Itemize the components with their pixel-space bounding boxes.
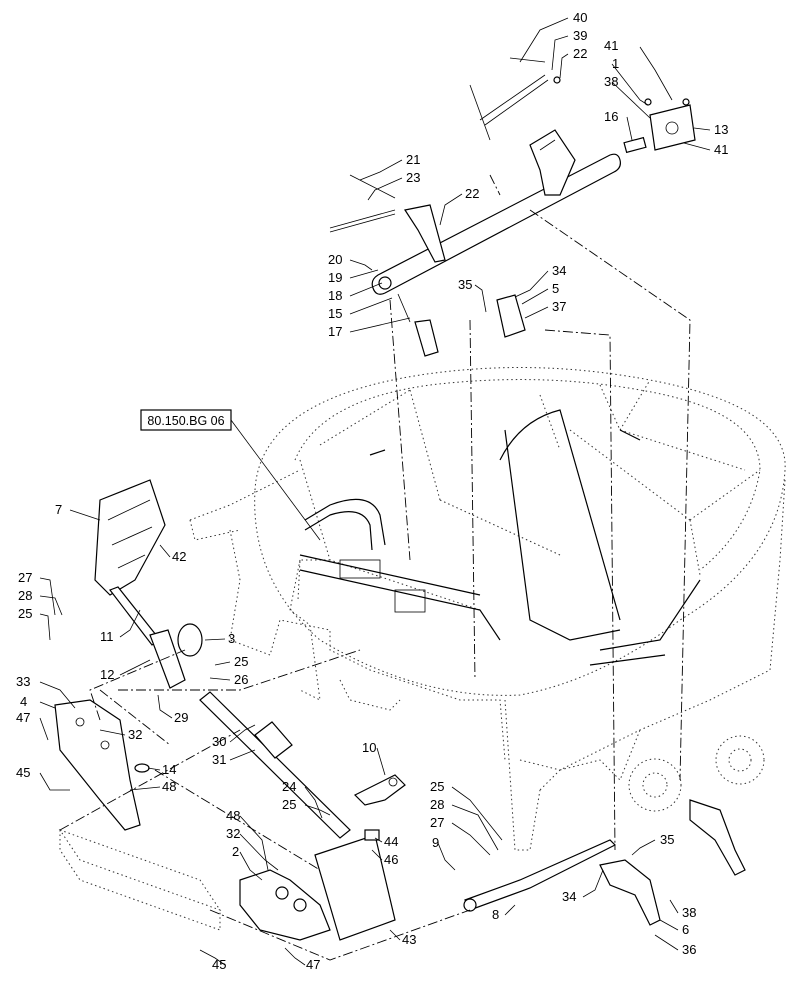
callout: 48 bbox=[162, 779, 176, 794]
callout: 23 bbox=[406, 170, 420, 185]
callout: 42 bbox=[172, 549, 186, 564]
callout: 27 bbox=[18, 570, 32, 585]
callout: 20 bbox=[328, 252, 342, 267]
callout: 32 bbox=[226, 826, 240, 841]
callout: 45 bbox=[212, 957, 226, 972]
callout: 12 bbox=[100, 667, 114, 682]
callout: 22 bbox=[573, 46, 587, 61]
callout: 11 bbox=[100, 629, 114, 644]
callout: 1 bbox=[612, 56, 619, 71]
callout: 6 bbox=[682, 922, 689, 937]
callout: 7 bbox=[55, 502, 62, 517]
callout: 5 bbox=[552, 281, 559, 296]
callout-numbers: 40 39 22 41 1 38 13 16 41 21 23 22 20 19… bbox=[16, 10, 728, 972]
callout: 40 bbox=[573, 10, 587, 25]
reference-box-label: 80.150.BG 06 bbox=[147, 414, 224, 428]
callout: 4 bbox=[20, 694, 27, 709]
callout: 47 bbox=[306, 957, 320, 972]
callout: 28 bbox=[18, 588, 32, 603]
callout: 38 bbox=[604, 74, 618, 89]
top-shaft-assembly bbox=[329, 57, 696, 357]
callout: 41 bbox=[604, 38, 618, 53]
callout: 3 bbox=[228, 631, 235, 646]
callout: 15 bbox=[328, 306, 342, 321]
callout: 10 bbox=[362, 740, 376, 755]
callout: 24 bbox=[282, 779, 296, 794]
callout: 48 bbox=[226, 808, 240, 823]
callout: 25 bbox=[430, 779, 444, 794]
callout: 26 bbox=[234, 672, 248, 687]
callout: 13 bbox=[714, 122, 728, 137]
callout: 25 bbox=[234, 654, 248, 669]
callout: 25 bbox=[18, 606, 32, 621]
callout: 30 bbox=[212, 734, 226, 749]
callout: 45 bbox=[16, 765, 30, 780]
callout: 39 bbox=[573, 28, 587, 43]
callout: 8 bbox=[492, 907, 499, 922]
callout: 9 bbox=[432, 835, 439, 850]
callout: 18 bbox=[328, 288, 342, 303]
callout: 44 bbox=[384, 834, 398, 849]
callout-leaders bbox=[39, 17, 711, 966]
callout: 32 bbox=[128, 727, 142, 742]
callout: 21 bbox=[406, 152, 420, 167]
callout: 38 bbox=[682, 905, 696, 920]
callout: 14 bbox=[162, 762, 176, 777]
callout: 34 bbox=[562, 889, 576, 904]
callout: 46 bbox=[384, 852, 398, 867]
reference-box-80-150: 80.150.BG 06 bbox=[140, 409, 321, 541]
callout: 43 bbox=[402, 932, 416, 947]
left-drive-assembly bbox=[54, 174, 691, 961]
callout: 35 bbox=[458, 277, 472, 292]
callout: 17 bbox=[328, 324, 342, 339]
callout: 16 bbox=[604, 109, 618, 124]
callout: 19 bbox=[328, 270, 342, 285]
callout: 36 bbox=[682, 942, 696, 957]
callout: 34 bbox=[552, 263, 566, 278]
callout: 29 bbox=[174, 710, 188, 725]
callout: 47 bbox=[16, 710, 30, 725]
hopper-body bbox=[189, 367, 786, 876]
callout: 31 bbox=[212, 752, 226, 767]
callout: 33 bbox=[16, 674, 30, 689]
callout: 25 bbox=[282, 797, 296, 812]
callout: 27 bbox=[430, 815, 444, 830]
callout: 2 bbox=[232, 844, 239, 859]
callout: 41 bbox=[714, 142, 728, 157]
callout: 22 bbox=[465, 186, 479, 201]
callout: 28 bbox=[430, 797, 444, 812]
callout: 35 bbox=[660, 832, 674, 847]
callout: 37 bbox=[552, 299, 566, 314]
